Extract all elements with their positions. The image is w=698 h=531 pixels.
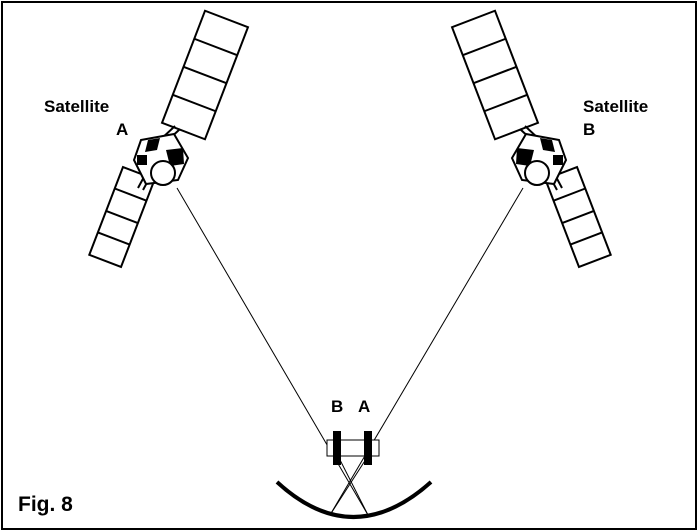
satellite-b-name: Satellite <box>583 97 648 116</box>
figure-label: Fig. 8 <box>18 493 73 516</box>
dish-reflector-icon <box>275 480 433 519</box>
reflection-paths <box>329 455 369 516</box>
satellite-a-name: Satellite <box>44 97 109 116</box>
satellite-b-icon <box>450 9 613 269</box>
satellite-a-icon <box>87 9 250 269</box>
satellite-b-letter: B <box>583 120 595 139</box>
satellite-a-letter: A <box>116 120 128 139</box>
signal-paths <box>176 187 524 516</box>
dual-lnb-icon <box>326 431 380 465</box>
feed-label-right: A <box>358 397 370 416</box>
feed-label-left: B <box>331 397 343 416</box>
